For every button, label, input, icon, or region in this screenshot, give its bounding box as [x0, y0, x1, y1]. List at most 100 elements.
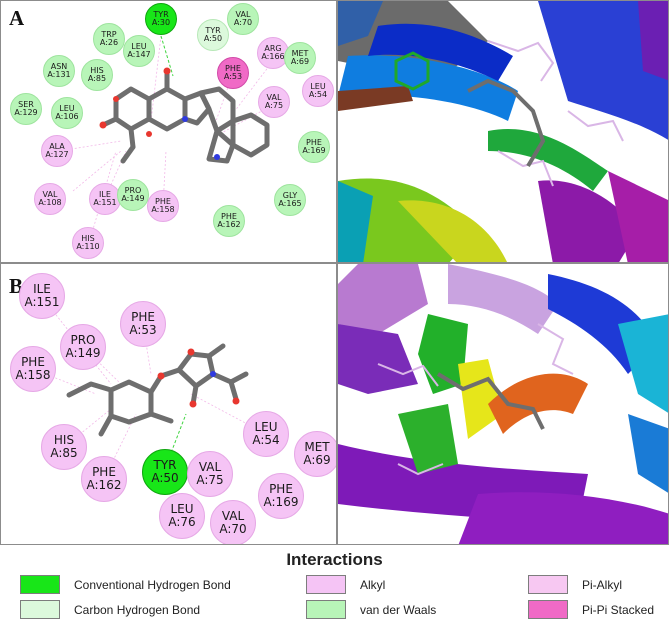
- residue-label: PRO A:149: [121, 185, 145, 203]
- residue-label: ILE A:151: [93, 189, 117, 207]
- legend-swatch: [528, 600, 568, 619]
- residue-node-phe-a53: PHE A:53: [120, 301, 166, 347]
- residue-label: HIS A:110: [76, 233, 100, 251]
- panel-b-2d-interaction-map: B ILE: [0, 263, 337, 545]
- residue-node-phe-a169: PHE A:169: [258, 473, 304, 519]
- legend-label: Pi-Alkyl: [582, 577, 623, 592]
- residue-label: PHE A:53: [223, 63, 243, 81]
- panel-a-label: A: [9, 6, 25, 30]
- residue-label: VAL A:70: [219, 509, 247, 536]
- residue-label: PHE A:158: [15, 355, 51, 382]
- legend-label: Carbon Hydrogen Bond: [74, 602, 201, 617]
- residue-node-val-a75: VAL A:75: [258, 86, 290, 118]
- residue-label: VAL A:75: [196, 460, 224, 487]
- legend-item-alkyl: Alkyl: [306, 575, 385, 594]
- residue-node-his-a85: HIS A:85: [41, 424, 87, 470]
- residue-node-phe-a162: PHE A:162: [81, 456, 127, 502]
- legend-item-conventional-hydrogen-bond: Conventional Hydrogen Bond: [20, 575, 231, 594]
- residue-label: VAL A:70: [233, 9, 253, 27]
- residue-label: LEU A:54: [308, 81, 328, 99]
- residue-node-phe-a158: PHE A:158: [10, 346, 56, 392]
- residue-node-val-a75: VAL A:75: [187, 451, 233, 497]
- residue-node-val-a70: VAL A:70: [227, 3, 259, 35]
- residue-label: PHE A:158: [151, 196, 175, 214]
- residue-label: TRP A:26: [99, 29, 119, 47]
- residue-label: MET A:69: [290, 48, 310, 66]
- legend-item-pi-pi-stacked: Pi-Pi Stacked: [528, 600, 654, 619]
- residue-label: HIS A:85: [87, 65, 107, 83]
- panel-a-ligand-drawing: [58, 35, 280, 244]
- legend-title: Interactions: [286, 550, 383, 569]
- residue-node-tyr-a50: TYR A:50: [197, 19, 229, 51]
- legend-swatch: [306, 575, 346, 594]
- legend-label: Conventional Hydrogen Bond: [74, 577, 231, 592]
- panel-a-3d-ribbon-image: [338, 1, 668, 262]
- panel-b-3d-view: [337, 263, 669, 545]
- residue-node-pro-a149: PRO A:149: [117, 179, 149, 211]
- legend-item-carbon-hydrogen-bond: Carbon Hydrogen Bond: [20, 600, 200, 619]
- legend-swatch: [20, 600, 60, 619]
- residue-node-leu-a76: LEU A:76: [159, 493, 205, 539]
- legend-swatch: [306, 600, 346, 619]
- residue-label: PRO A:149: [65, 333, 101, 360]
- residue-label: SER A:129: [14, 99, 38, 117]
- residue-node-leu-a54: LEU A:54: [302, 75, 334, 107]
- residue-label: ASN A:131: [47, 61, 71, 79]
- residue-node-gly-a165: GLY A:165: [274, 184, 306, 216]
- residue-label: TYR A:30: [151, 9, 171, 27]
- residue-label: TYR A:50: [151, 458, 179, 485]
- residue-node-ile-a151: ILE A:151: [19, 273, 65, 319]
- legend-label: Alkyl: [360, 577, 386, 592]
- residue-node-val-a108: VAL A:108: [34, 183, 66, 215]
- legend-label: van der Waals: [360, 602, 437, 617]
- panel-a-3d-view: [337, 0, 669, 263]
- legend-swatch: [528, 575, 568, 594]
- residue-node-his-a110: HIS A:110: [72, 227, 104, 259]
- residue-label: PHE A:162: [217, 211, 241, 229]
- residue-node-ser-a129: SER A:129: [10, 93, 42, 125]
- residue-label: PHE A:169: [263, 482, 299, 509]
- residue-label: ALA A:127: [45, 141, 69, 159]
- residue-node-trp-a26: TRP A:26: [93, 23, 125, 55]
- residue-node-his-a85: HIS A:85: [81, 59, 113, 91]
- residue-node-tyr-a50: TYR A:50: [142, 449, 188, 495]
- residue-label: LEU A:54: [252, 420, 280, 447]
- residue-label: PHE A:169: [302, 137, 326, 155]
- residue-node-phe-a169: PHE A:169: [298, 131, 330, 163]
- residue-label: TYR A:50: [203, 25, 223, 43]
- residue-node-tyr-a30: TYR A:30: [145, 3, 177, 35]
- residue-label: HIS A:85: [50, 433, 78, 460]
- residue-node-asn-a131: ASN A:131: [43, 55, 75, 87]
- residue-node-arg-a166: ARG A:166: [257, 37, 289, 69]
- residue-label: ILE A:151: [24, 282, 60, 309]
- residue-label: PHE A:53: [129, 310, 157, 337]
- residue-node-val-a70: VAL A:70: [210, 500, 256, 544]
- residue-node-phe-a162: PHE A:162: [213, 205, 245, 237]
- residue-label: LEU A:147: [127, 41, 151, 59]
- legend-swatch: [20, 575, 60, 594]
- residue-node-phe-a53: PHE A:53: [217, 57, 249, 89]
- residue-node-pro-a149: PRO A:149: [60, 324, 106, 370]
- legend-item-van-der-waals: van der Waals: [306, 600, 436, 619]
- residue-label: VAL A:108: [38, 189, 62, 207]
- residue-label: MET A:69: [303, 440, 331, 467]
- panel-b-3d-ribbon-image: [338, 264, 668, 544]
- residue-label: ARG A:166: [261, 43, 285, 61]
- residue-node-met-a69: MET A:69: [284, 42, 316, 74]
- residue-node-leu-a147: LEU A:147: [123, 35, 155, 67]
- residue-label: LEU A:106: [55, 103, 79, 121]
- residue-label: GLY A:165: [278, 190, 302, 208]
- residue-node-met-a69: MET A:69: [294, 431, 336, 477]
- residue-label: VAL A:75: [264, 92, 284, 110]
- residue-label: PHE A:162: [86, 465, 122, 492]
- residue-node-leu-a106: LEU A:106: [51, 97, 83, 129]
- residue-node-ile-a151: ILE A:151: [89, 183, 121, 215]
- legend-item-pi-alkyl: Pi-Alkyl: [528, 575, 622, 594]
- residue-node-phe-a158: PHE A:158: [147, 190, 179, 222]
- residue-label: LEU A:76: [168, 502, 196, 529]
- residue-node-leu-a54: LEU A:54: [243, 411, 289, 457]
- legend-label: Pi-Pi Stacked: [582, 602, 655, 617]
- residue-node-ala-a127: ALA A:127: [41, 135, 73, 167]
- panel-a-2d-interaction-map: A: [0, 0, 337, 263]
